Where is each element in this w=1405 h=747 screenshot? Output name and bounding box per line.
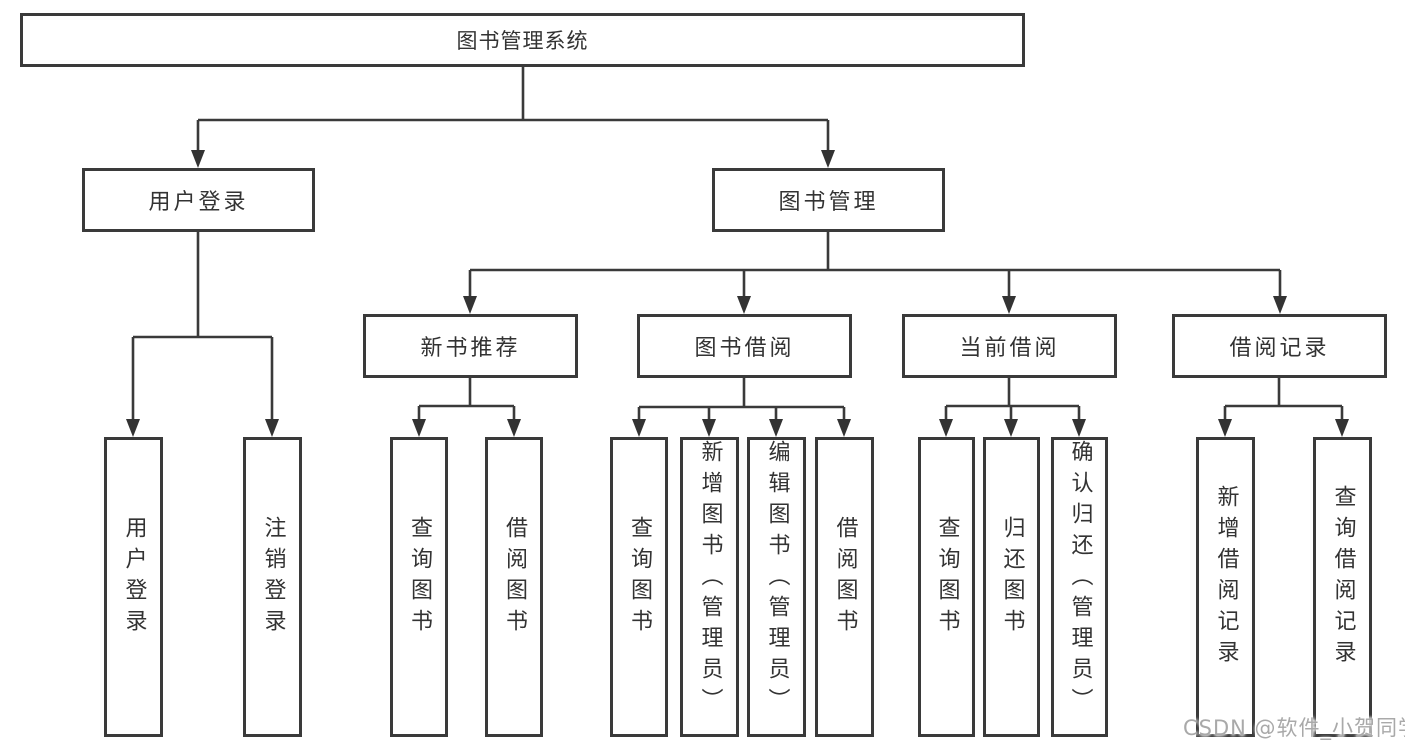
node-label: 用户登录 xyxy=(121,516,147,640)
node-label: 编辑图书（管理员） xyxy=(764,440,790,719)
node-label: 归还图书 xyxy=(999,516,1025,640)
node-label: 借阅图书 xyxy=(502,516,527,640)
node-label: 借阅记录 xyxy=(1229,336,1330,361)
node-label: 新增借阅记录 xyxy=(1213,485,1239,671)
node-leaf-query-book-2: 查询图书 xyxy=(610,437,668,737)
node-label: 借阅图书 xyxy=(832,516,858,640)
node-book-management-group: 图书管理 xyxy=(712,168,945,232)
node-label: 用户登录 xyxy=(148,190,249,215)
node-label: 注销登录 xyxy=(260,516,286,640)
node-label: 图书管理 xyxy=(778,190,879,215)
node-label: 新书推荐 xyxy=(420,336,521,361)
node-leaf-add-borrow-record: 新增借阅记录 xyxy=(1196,437,1255,737)
node-borrow-record: 借阅记录 xyxy=(1172,314,1387,378)
node-label: 确认归还（管理员） xyxy=(1067,440,1093,719)
node-label: 查询借阅记录 xyxy=(1330,485,1356,671)
node-label: 当前借阅 xyxy=(959,336,1060,361)
node-leaf-query-book-1: 查询图书 xyxy=(390,437,448,737)
node-leaf-confirm-return-admin: 确认归还（管理员） xyxy=(1051,437,1108,737)
node-leaf-user-login: 用户登录 xyxy=(104,437,163,737)
node-current-borrow: 当前借阅 xyxy=(902,314,1117,378)
csdn-watermark: CSDN @软件_小贺同学 xyxy=(1183,716,1405,740)
node-leaf-logout: 注销登录 xyxy=(243,437,302,737)
node-book-borrow: 图书借阅 xyxy=(637,314,852,378)
node-label: 查询图书 xyxy=(627,516,652,640)
node-label: 图书管理系统 xyxy=(456,29,589,53)
node-leaf-borrow-book-1: 借阅图书 xyxy=(485,437,543,737)
node-label: 查询图书 xyxy=(934,516,960,640)
node-new-book-recommend: 新书推荐 xyxy=(363,314,578,378)
node-user-login-group: 用户登录 xyxy=(82,168,315,232)
node-leaf-edit-book-admin: 编辑图书（管理员） xyxy=(747,437,806,737)
node-leaf-query-borrow-record: 查询借阅记录 xyxy=(1313,437,1372,737)
node-leaf-borrow-book-2: 借阅图书 xyxy=(815,437,874,737)
node-label: 新增图书（管理员） xyxy=(697,440,723,719)
node-leaf-return-book: 归还图书 xyxy=(983,437,1040,737)
node-leaf-add-book-admin: 新增图书（管理员） xyxy=(680,437,739,737)
node-label: 查询图书 xyxy=(407,516,432,640)
node-leaf-query-book-3: 查询图书 xyxy=(918,437,975,737)
node-label: 图书借阅 xyxy=(694,336,795,361)
node-system-root: 图书管理系统 xyxy=(20,13,1025,67)
